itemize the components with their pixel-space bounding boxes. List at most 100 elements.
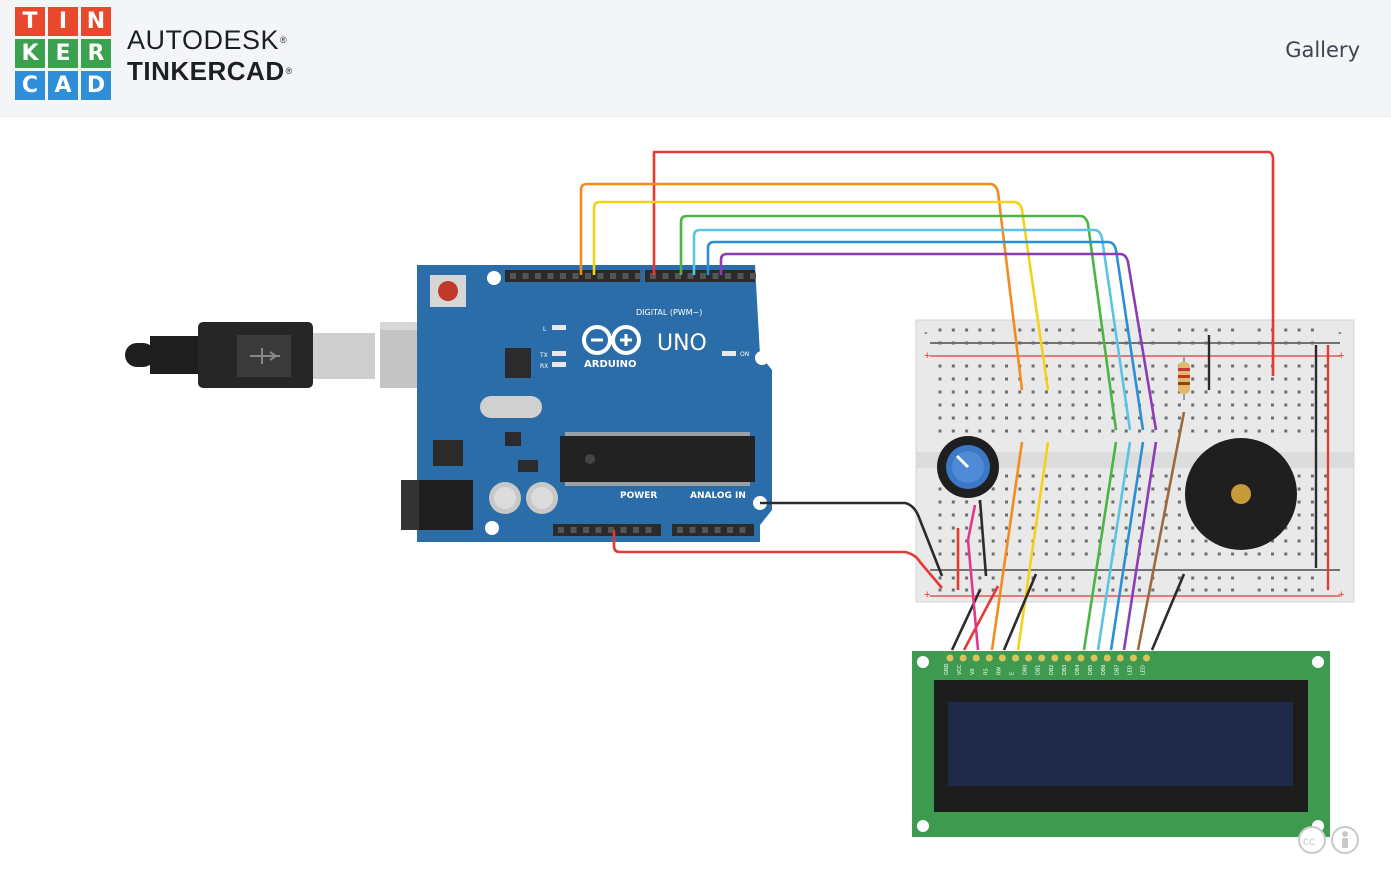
header-pin[interactable] [712, 273, 719, 279]
breadboard-hole[interactable] [1071, 552, 1075, 556]
breadboard-hole[interactable] [1071, 539, 1075, 543]
breadboard-hole[interactable] [1124, 341, 1128, 345]
header-pin[interactable] [702, 527, 708, 533]
breadboard-hole[interactable] [1297, 390, 1301, 394]
lcd-pin[interactable] [1077, 654, 1085, 662]
header-pin[interactable] [597, 273, 604, 279]
breadboard-hole[interactable] [1098, 487, 1102, 491]
breadboard-hole[interactable] [1217, 588, 1221, 592]
breadboard-hole[interactable] [1098, 377, 1102, 381]
breadboard-hole[interactable] [1284, 377, 1288, 381]
breadboard-hole[interactable] [1217, 552, 1221, 556]
breadboard-hole[interactable] [951, 588, 955, 592]
breadboard-hole[interactable] [1324, 552, 1328, 556]
breadboard-hole[interactable] [1204, 576, 1208, 580]
breadboard-hole[interactable] [1164, 377, 1168, 381]
breadboard-hole[interactable] [1005, 513, 1008, 517]
breadboard-hole[interactable] [1124, 364, 1128, 368]
breadboard-hole[interactable] [965, 416, 969, 420]
breadboard-hole[interactable] [1044, 500, 1048, 504]
breadboard-hole[interactable] [951, 328, 955, 332]
breadboard-hole[interactable] [1031, 474, 1035, 478]
breadboard-hole[interactable] [1018, 403, 1022, 407]
header-pin[interactable] [535, 273, 541, 279]
breadboard-hole[interactable] [938, 576, 942, 580]
breadboard-hole[interactable] [938, 390, 942, 394]
breadboard-hole[interactable] [1244, 364, 1248, 368]
breadboard-hole[interactable] [1111, 474, 1115, 478]
header-pin[interactable] [510, 273, 516, 279]
breadboard-hole[interactable] [1324, 500, 1328, 504]
breadboard-hole[interactable] [1031, 341, 1035, 345]
breadboard-hole[interactable] [1044, 526, 1048, 530]
breadboard-hole[interactable] [1071, 364, 1075, 368]
breadboard-hole[interactable] [1031, 526, 1035, 530]
breadboard-hole[interactable] [1071, 341, 1075, 345]
breadboard-hole[interactable] [1177, 474, 1181, 478]
breadboard-hole[interactable] [1284, 552, 1288, 556]
breadboard-hole[interactable] [1111, 341, 1115, 345]
breadboard-hole[interactable] [1324, 403, 1328, 407]
breadboard-hole[interactable] [1138, 500, 1141, 504]
breadboard-hole[interactable] [965, 588, 969, 592]
breadboard-hole[interactable] [1204, 588, 1208, 592]
breadboard-hole[interactable] [1005, 364, 1008, 368]
breadboard-hole[interactable] [1071, 377, 1075, 381]
breadboard-hole[interactable] [1164, 429, 1168, 433]
breadboard-hole[interactable] [1297, 539, 1301, 543]
breadboard-hole[interactable] [978, 552, 982, 556]
breadboard-hole[interactable] [1098, 390, 1102, 394]
breadboard-hole[interactable] [1217, 377, 1221, 381]
breadboard-hole[interactable] [1151, 588, 1155, 592]
breadboard-hole[interactable] [1324, 429, 1328, 433]
breadboard-hole[interactable] [1058, 403, 1062, 407]
breadboard-hole[interactable] [1018, 429, 1022, 433]
breadboard-hole[interactable] [991, 416, 995, 420]
breadboard-hole[interactable] [1271, 429, 1274, 433]
breadboard-hole[interactable] [1244, 390, 1248, 394]
breadboard-hole[interactable] [1297, 576, 1301, 580]
breadboard-hole[interactable] [1177, 416, 1181, 420]
breadboard-hole[interactable] [1005, 500, 1008, 504]
breadboard-hole[interactable] [1191, 539, 1195, 543]
breadboard-hole[interactable] [1324, 487, 1328, 491]
breadboard-hole[interactable] [1138, 513, 1141, 517]
breadboard-hole[interactable] [1111, 539, 1115, 543]
breadboard-hole[interactable] [1257, 576, 1261, 580]
breadboard-hole[interactable] [1031, 390, 1035, 394]
header-pin[interactable] [610, 273, 616, 279]
breadboard-hole[interactable] [1084, 539, 1088, 543]
breadboard-hole[interactable] [1084, 513, 1088, 517]
breadboard-hole[interactable] [965, 552, 969, 556]
lcd-pin[interactable] [1116, 654, 1124, 662]
breadboard-hole[interactable] [1310, 539, 1314, 543]
potentiometer[interactable] [937, 436, 999, 498]
breadboard-hole[interactable] [1284, 390, 1288, 394]
breadboard-hole[interactable] [938, 341, 942, 345]
breadboard-hole[interactable] [1138, 576, 1141, 580]
breadboard-hole[interactable] [1310, 390, 1314, 394]
breadboard-hole[interactable] [1058, 552, 1062, 556]
header-pin[interactable] [675, 273, 681, 279]
breadboard-hole[interactable] [1005, 390, 1008, 394]
breadboard-hole[interactable] [1257, 328, 1261, 332]
breadboard-hole[interactable] [965, 539, 969, 543]
breadboard-hole[interactable] [1044, 328, 1048, 332]
breadboard-hole[interactable] [1284, 588, 1288, 592]
breadboard-hole[interactable] [1191, 403, 1195, 407]
breadboard-hole[interactable] [1084, 377, 1088, 381]
breadboard-hole[interactable] [1310, 576, 1314, 580]
breadboard-hole[interactable] [1324, 539, 1328, 543]
breadboard-hole[interactable] [965, 328, 969, 332]
breadboard-hole[interactable] [1231, 403, 1235, 407]
breadboard-hole[interactable] [938, 552, 942, 556]
breadboard-hole[interactable] [1071, 526, 1075, 530]
breadboard-hole[interactable] [1310, 416, 1314, 420]
breadboard-hole[interactable] [951, 539, 955, 543]
breadboard-hole[interactable] [1310, 588, 1314, 592]
breadboard-hole[interactable] [1031, 429, 1035, 433]
lcd-pin[interactable] [1090, 654, 1098, 662]
breadboard-hole[interactable] [1124, 526, 1128, 530]
breadboard-hole[interactable] [1111, 588, 1115, 592]
breadboard-hole[interactable] [951, 576, 955, 580]
